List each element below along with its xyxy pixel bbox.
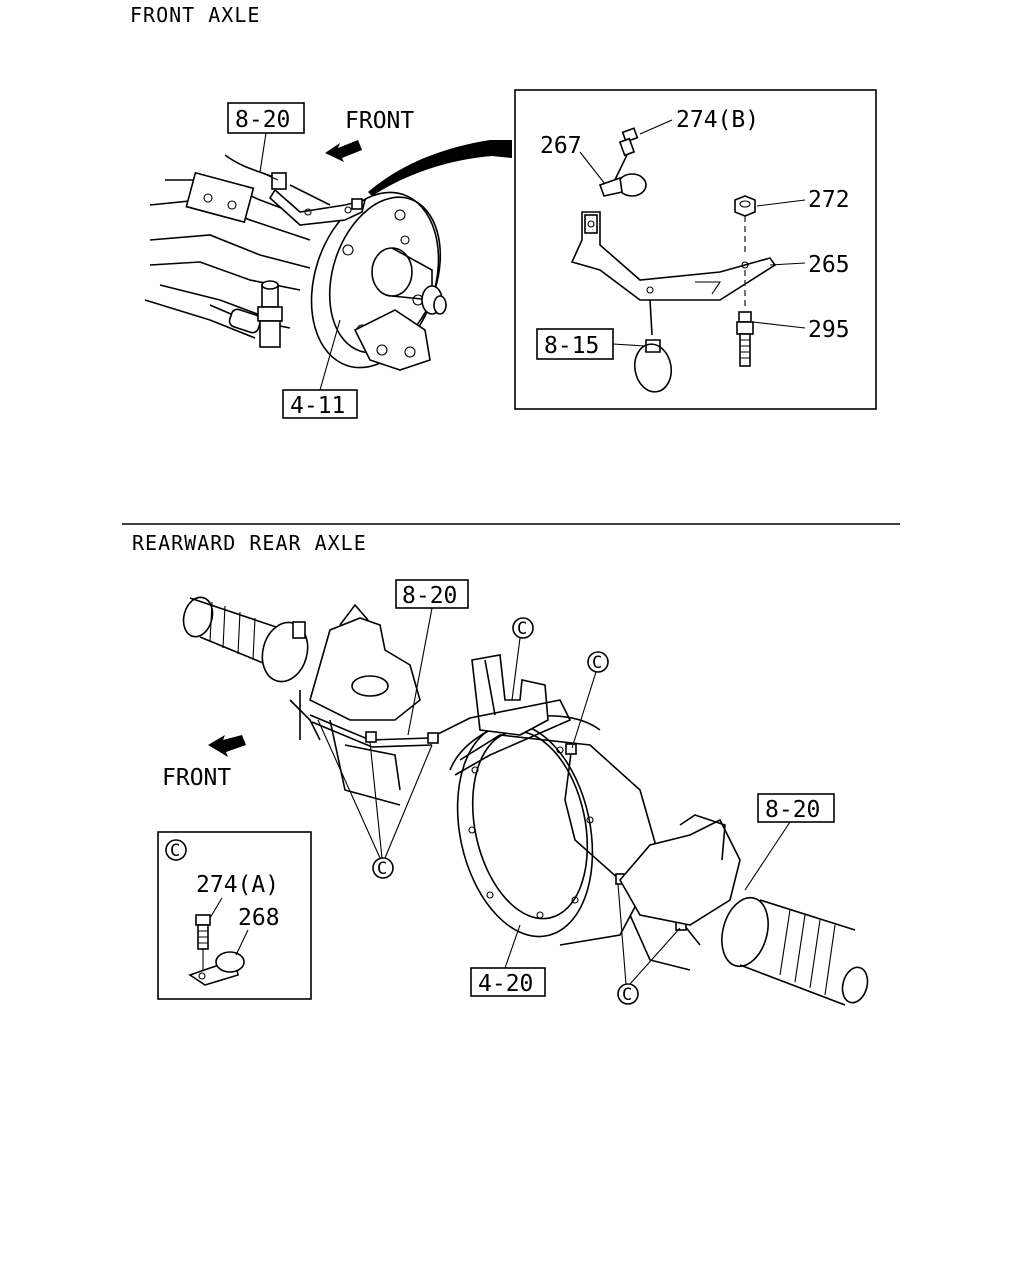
- svg-text:FRONT: FRONT: [345, 108, 414, 134]
- svg-text:4-20: 4-20: [478, 971, 533, 997]
- front-ref-4-11[interactable]: 4-11: [282, 319, 358, 419]
- front-brake-backing-plate: [310, 191, 447, 371]
- svg-text:4-11: 4-11: [290, 393, 345, 419]
- rear-axle-title: REARWARD REAR AXLE: [132, 531, 367, 555]
- svg-text:8-20: 8-20: [402, 583, 457, 609]
- svg-text:FRONT: FRONT: [162, 765, 231, 791]
- clip-marker-c-left-group[interactable]: C: [317, 719, 433, 879]
- svg-text:8-20: 8-20: [235, 107, 290, 133]
- rear-ref-8-20-right[interactable]: 8-20: [744, 793, 835, 891]
- rear-right-axle-tube: [721, 896, 869, 1006]
- svg-text:8-20: 8-20: [765, 797, 820, 823]
- clamp-267-icon: [598, 173, 647, 197]
- rear-left-spring-seat: [299, 603, 421, 806]
- clip-marker-c-top[interactable]: C: [511, 617, 534, 701]
- front-detail-box: 274(B) 267 265 272: [514, 89, 877, 410]
- stud-295-icon: [736, 270, 754, 367]
- rear-ref-4-20[interactable]: 4-20: [470, 924, 546, 997]
- rear-right-spring-seat: [619, 814, 741, 971]
- detail-c-marker: C: [170, 841, 180, 861]
- detail-ref-8-15[interactable]: 8-15: [536, 328, 646, 360]
- label-295: 295: [808, 317, 850, 343]
- label-268: 268: [238, 905, 280, 931]
- clip-268-icon: [188, 951, 245, 986]
- front-axle-beam: [144, 171, 311, 348]
- front-detail-pointer: [368, 140, 512, 196]
- clip-marker-c-bottom-group[interactable]: C: [617, 883, 681, 1005]
- front-axle-title: FRONT AXLE: [130, 3, 260, 27]
- nut-272-icon: [734, 195, 756, 255]
- rear-direction-arrow: FRONT: [162, 735, 246, 791]
- svg-text:C: C: [622, 985, 632, 1005]
- svg-text:C: C: [517, 619, 527, 639]
- label-274b: 274(B): [676, 107, 759, 133]
- label-265: 265: [808, 252, 850, 278]
- rear-center-bracket: [471, 654, 549, 736]
- bolt-274a-icon: [195, 914, 211, 972]
- front-ref-8-20[interactable]: 8-20: [227, 102, 305, 181]
- clamp-band-icon: [633, 339, 673, 393]
- label-267: 267: [540, 133, 582, 159]
- front-direction-arrow: FRONT: [325, 108, 414, 162]
- rear-ref-8-20-top[interactable]: 8-20: [395, 579, 469, 736]
- label-274a: 274(A): [196, 872, 279, 898]
- rear-left-axle-tube: [182, 596, 321, 741]
- front-hose-bracket: [224, 154, 367, 226]
- svg-text:C: C: [377, 859, 387, 879]
- label-272: 272: [808, 187, 850, 213]
- clip-marker-c-right[interactable]: C: [571, 651, 609, 749]
- svg-text:C: C: [592, 653, 602, 673]
- detail-c-box: C 274(A) 268: [157, 831, 312, 1000]
- svg-text:8-15: 8-15: [544, 333, 599, 359]
- rear-differential-housing: [449, 715, 661, 946]
